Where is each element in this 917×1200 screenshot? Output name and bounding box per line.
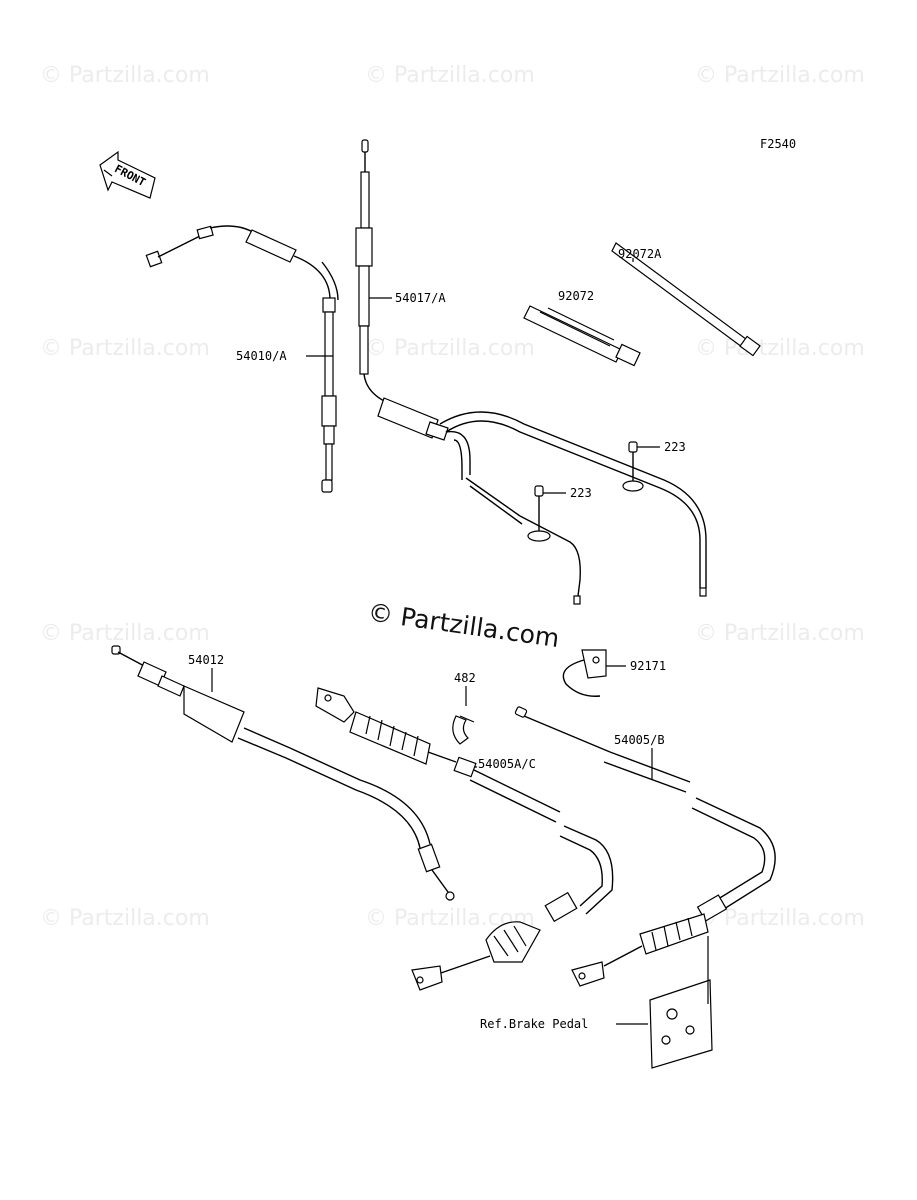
callout-54005AC: 54005A/C	[478, 757, 536, 771]
cable-54017A	[355, 139, 707, 605]
clip-482	[452, 715, 475, 745]
watermark: © Partzilla.com	[40, 906, 210, 931]
callout-54017A: 54017/A	[395, 291, 446, 305]
cable-54005AC	[315, 687, 614, 991]
callout-54012: 54012	[188, 653, 224, 667]
watermark: © Partzilla.com	[365, 63, 535, 88]
center-watermark: © Partzilla.com	[366, 597, 561, 653]
strap-92072	[523, 305, 641, 367]
watermark: © Partzilla.com	[695, 63, 865, 88]
callout-92072A: 92072A	[618, 247, 662, 261]
callout-92171: 92171	[630, 659, 666, 673]
cable-54012	[111, 645, 455, 901]
callout-223-lower: 223	[570, 486, 592, 500]
ref-brake-pedal-label: Ref.Brake Pedal	[480, 1017, 588, 1031]
strap-92072A	[611, 242, 761, 357]
leader-line	[616, 936, 709, 1025]
watermark-grid: © Partzilla.com © Partzilla.com © Partzi…	[40, 63, 865, 931]
watermark: © Partzilla.com	[695, 621, 865, 646]
front-arrow-icon: FRONT	[99, 150, 156, 199]
watermark: © Partzilla.com	[40, 63, 210, 88]
clamp-223-lower	[527, 485, 551, 542]
brake-pedal-plate	[649, 979, 713, 1069]
cable-54010A	[145, 225, 339, 493]
cable-54005B	[514, 706, 776, 987]
callout-223-upper: 223	[664, 440, 686, 454]
bracket-92171	[562, 649, 607, 697]
watermark: © Partzilla.com	[40, 621, 210, 646]
clamp-223-upper	[622, 441, 644, 492]
figure-code: F2540	[760, 137, 796, 151]
watermark: © Partzilla.com	[365, 336, 535, 361]
callout-54005B: 54005/B	[614, 733, 665, 747]
callout-92072: 92072	[558, 289, 594, 303]
watermark: © Partzilla.com	[695, 336, 865, 361]
callout-482: 482	[454, 671, 476, 685]
callout-54010A: 54010/A	[236, 349, 287, 363]
watermark: © Partzilla.com	[40, 336, 210, 361]
